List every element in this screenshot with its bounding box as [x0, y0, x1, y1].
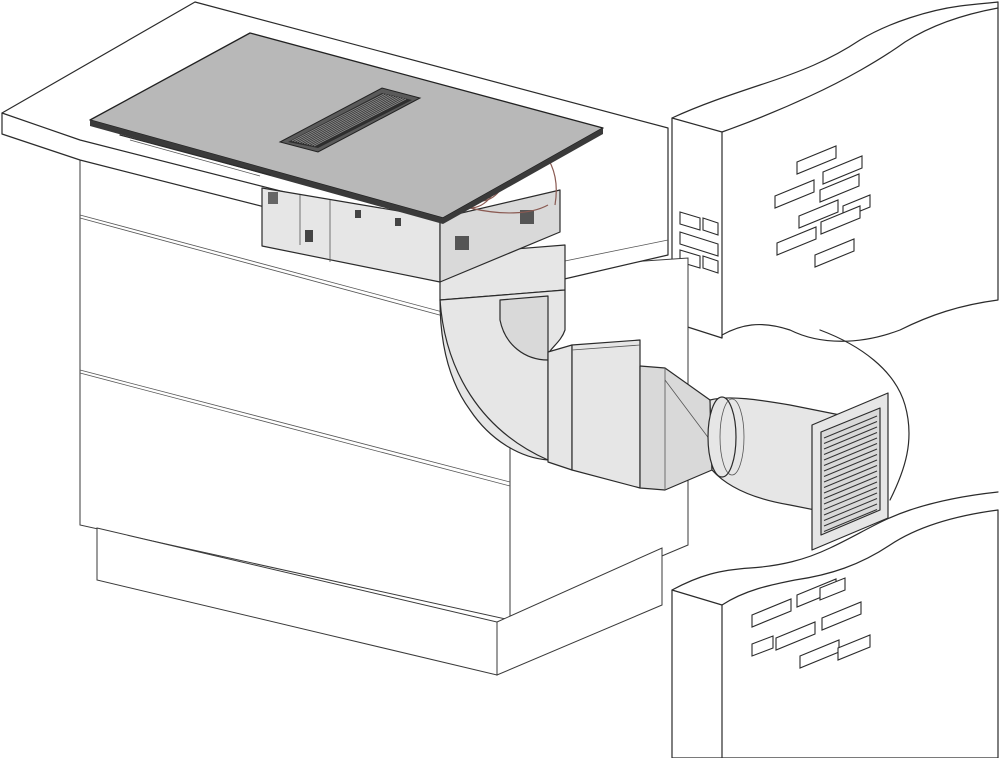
grille-slat [823, 454, 878, 477]
grille-slat [823, 426, 878, 450]
vent-slot [299, 95, 392, 144]
vent-slot [304, 96, 397, 145]
grille-slat [823, 481, 878, 505]
brick-wall [671, 1, 999, 758]
grille-slat [823, 492, 878, 516]
rect-duct [571, 339, 641, 489]
hob [89, 32, 604, 224]
downdraft-vent[interactable] [278, 87, 422, 153]
vent-slot [306, 96, 399, 145]
grille-slat [823, 459, 878, 483]
elbow-coupling [547, 344, 573, 471]
grille-slat [823, 509, 878, 532]
grille-slat [823, 443, 878, 466]
vent-slot [301, 95, 394, 144]
grille-slat [823, 415, 878, 439]
grille-slat [823, 437, 878, 461]
grille-slat [823, 432, 878, 455]
wall-grille[interactable] [811, 392, 889, 551]
motor-bracket [305, 230, 313, 242]
wall-lower-block [671, 509, 999, 758]
vent-slot [308, 97, 402, 146]
grille-slat [823, 421, 878, 444]
vent-slot [291, 93, 385, 142]
grille-slat [823, 476, 878, 499]
grille-slat [823, 503, 878, 527]
fan-motor-unit [261, 187, 561, 283]
vent-slot [296, 94, 390, 143]
bricks-upper [679, 145, 871, 274]
wall-lower-top-edge [671, 491, 999, 591]
vent-slot [311, 98, 404, 146]
grille-slat [823, 487, 878, 510]
grille-slats [823, 415, 878, 532]
round-duct-ring [707, 396, 737, 478]
drawer-line-1 [79, 214, 511, 331]
vent-slot [294, 94, 387, 142]
grille-slat [823, 498, 878, 521]
grille-slat [823, 448, 878, 472]
vent-slot [313, 98, 407, 147]
bricks-lower [751, 577, 871, 669]
vent-slots [291, 93, 407, 147]
wall-upper-top-edge [721, 7, 999, 133]
hob-glass-edge [90, 120, 443, 224]
grille-slat [823, 470, 878, 494]
grille-slat [823, 465, 878, 488]
drawer-line-2 [79, 369, 511, 483]
wall-opening-rim [819, 329, 910, 501]
